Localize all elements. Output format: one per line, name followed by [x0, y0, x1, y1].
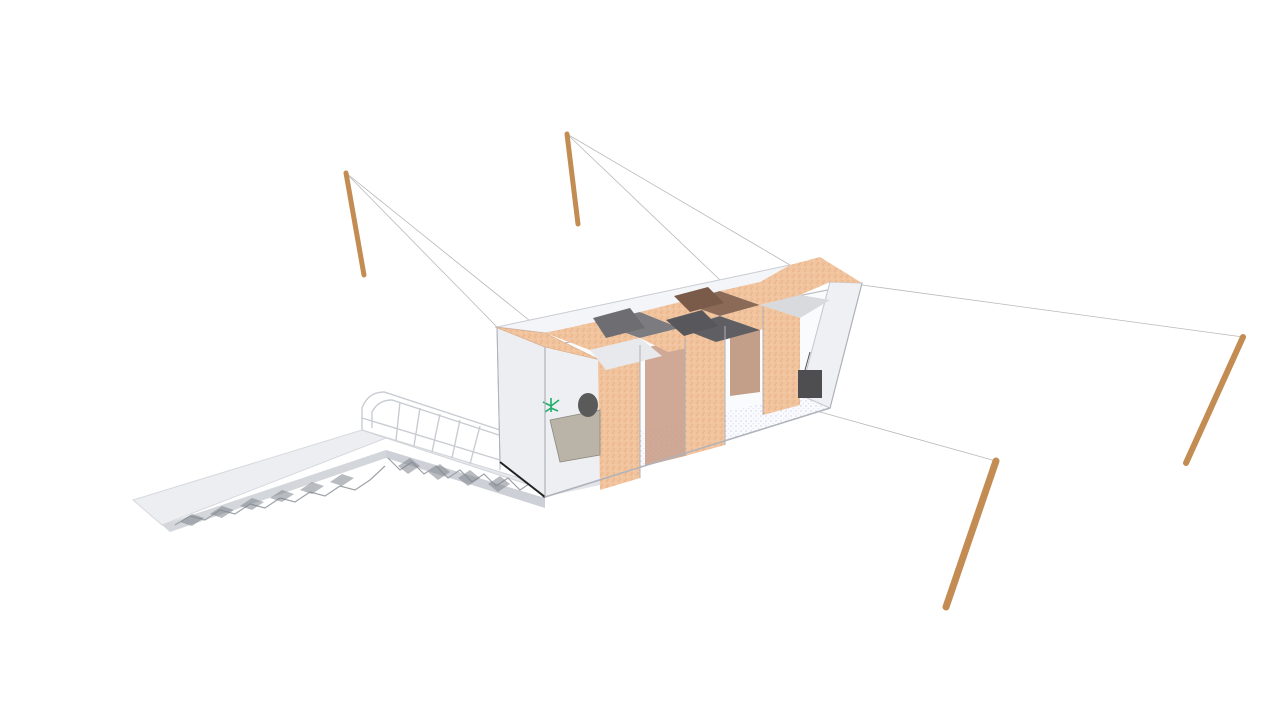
- roof-eave-right: [790, 257, 862, 283]
- roof-panel-5: [720, 282, 800, 305]
- tension-cables: [345, 133, 1244, 462]
- roof-panel-7: [590, 338, 662, 370]
- cabin-frame: [496, 282, 863, 497]
- pole-left: [343, 170, 367, 278]
- roof-skylight-dark-2: [674, 287, 724, 312]
- suspension-poles: [343, 131, 1246, 611]
- access-ramp: [131, 391, 546, 532]
- pole-front: [942, 457, 1000, 611]
- roof-skylight-dark-3: [666, 310, 718, 336]
- roof-panels: [494, 257, 862, 370]
- partition-5: [763, 298, 800, 415]
- roof-panel-8: [640, 328, 716, 352]
- roof-panel-11: [760, 295, 830, 318]
- cable-6: [794, 404, 997, 462]
- cable-5: [861, 284, 1244, 338]
- equipment-box: [798, 370, 822, 398]
- cable-1: [345, 172, 546, 334]
- cable-4: [566, 133, 721, 281]
- pole-right: [1183, 334, 1246, 466]
- stair-railing: [361, 391, 509, 470]
- roof-panel-6: [760, 265, 830, 295]
- floor-edge-left: [499, 461, 546, 498]
- chair: [578, 393, 598, 417]
- cable-3: [566, 133, 791, 266]
- ramp-truss-dark: [180, 458, 510, 526]
- partition-3: [685, 326, 725, 456]
- roof-skylight-dark: [593, 308, 645, 338]
- cabin-end-wall: [496, 326, 546, 499]
- roof-panel-10: [720, 305, 800, 330]
- plant-icon: [542, 398, 560, 413]
- roof-panel-1: [545, 322, 640, 350]
- partition-1: [598, 345, 640, 490]
- partition-2: [645, 338, 685, 466]
- cable-2: [345, 172, 498, 328]
- floor-edge: [544, 407, 831, 498]
- pole-top: [564, 131, 581, 227]
